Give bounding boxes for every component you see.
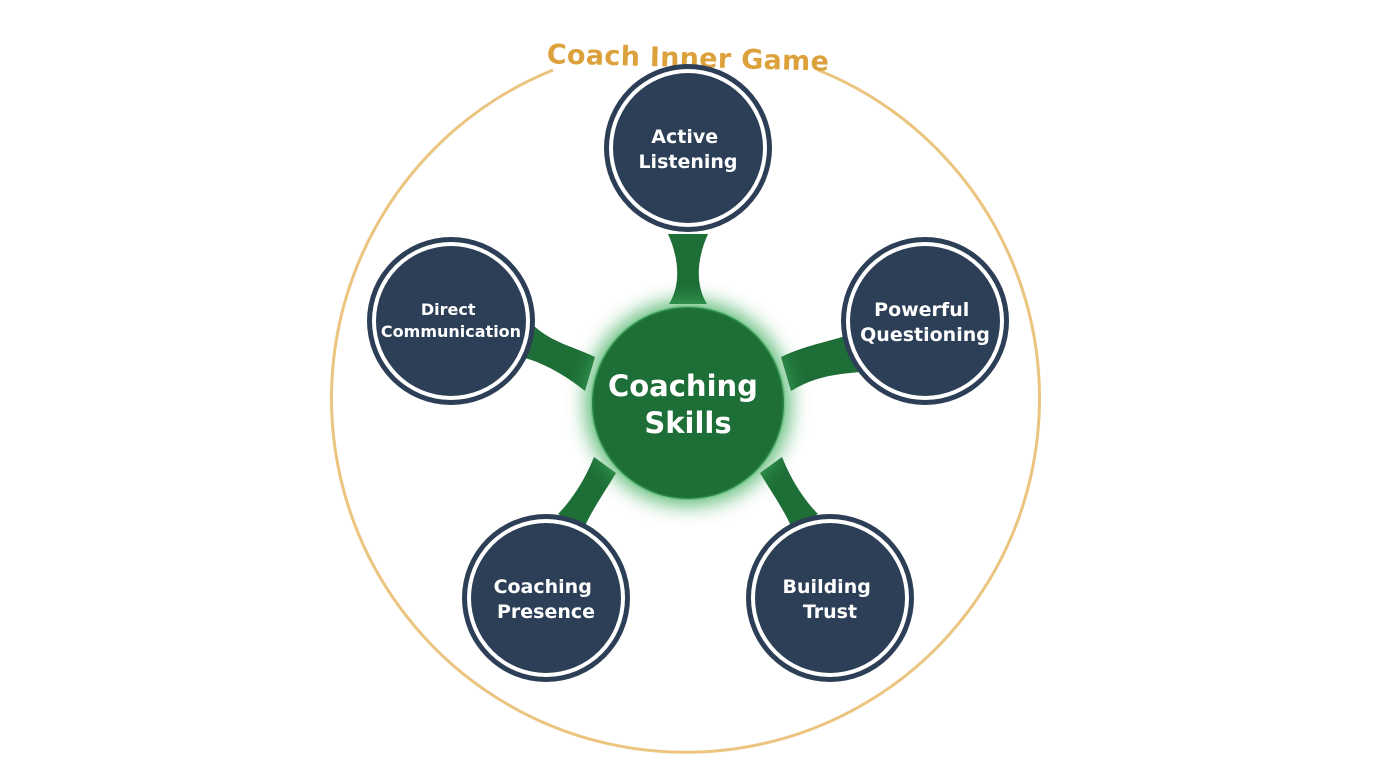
node-label-line-1: Active	[651, 126, 718, 148]
connector-coaching-presence	[558, 457, 616, 528]
node-label: Direct Communication	[381, 300, 521, 341]
node-label-line-1: Building	[783, 576, 871, 598]
node-label-line-2: Presence	[497, 601, 595, 623]
hub-rim	[590, 305, 786, 501]
node-label-line-2: Listening	[638, 151, 737, 173]
hub-circle	[592, 307, 784, 499]
node-label: Building Trust	[783, 576, 878, 623]
node-direct-communication: Direct Communication	[367, 237, 535, 405]
node-label-line-2: Communication	[381, 322, 521, 341]
hub-label: Coaching Skills	[608, 369, 768, 440]
node-circle	[471, 523, 621, 673]
hub-node: Coaching Skills	[584, 299, 792, 507]
connector-building-trust	[760, 457, 818, 528]
node-powerful-questioning: Powerful Questioning	[841, 237, 1009, 405]
node-label-line-1: Direct	[421, 300, 476, 319]
node-label: Active Listening	[638, 126, 737, 173]
connector-group	[516, 234, 860, 528]
node-label: Powerful Questioning	[860, 299, 990, 346]
connector-powerful-questioning	[781, 335, 860, 391]
outer-boundary-ring	[330, 68, 1041, 754]
node-label-line-1: Coaching	[494, 576, 592, 598]
node-circle	[376, 246, 526, 396]
node-coaching-presence: Coaching Presence	[462, 514, 630, 682]
node-circle	[755, 523, 905, 673]
node-label-line-2: Questioning	[860, 324, 990, 346]
node-active-listening: Active Listening	[604, 64, 772, 232]
node-label: Coaching Presence	[494, 576, 599, 623]
node-circle	[613, 73, 763, 223]
node-building-trust: Building Trust	[746, 514, 914, 682]
hub-label-line-1: Coaching	[608, 369, 758, 403]
connector-direct-communication	[516, 320, 595, 391]
connector-active-listening	[668, 234, 708, 304]
node-label-line-2: Trust	[803, 601, 857, 623]
node-label-line-1: Powerful	[874, 299, 969, 321]
node-circle	[850, 246, 1000, 396]
hub-label-line-2: Skills	[644, 406, 731, 440]
